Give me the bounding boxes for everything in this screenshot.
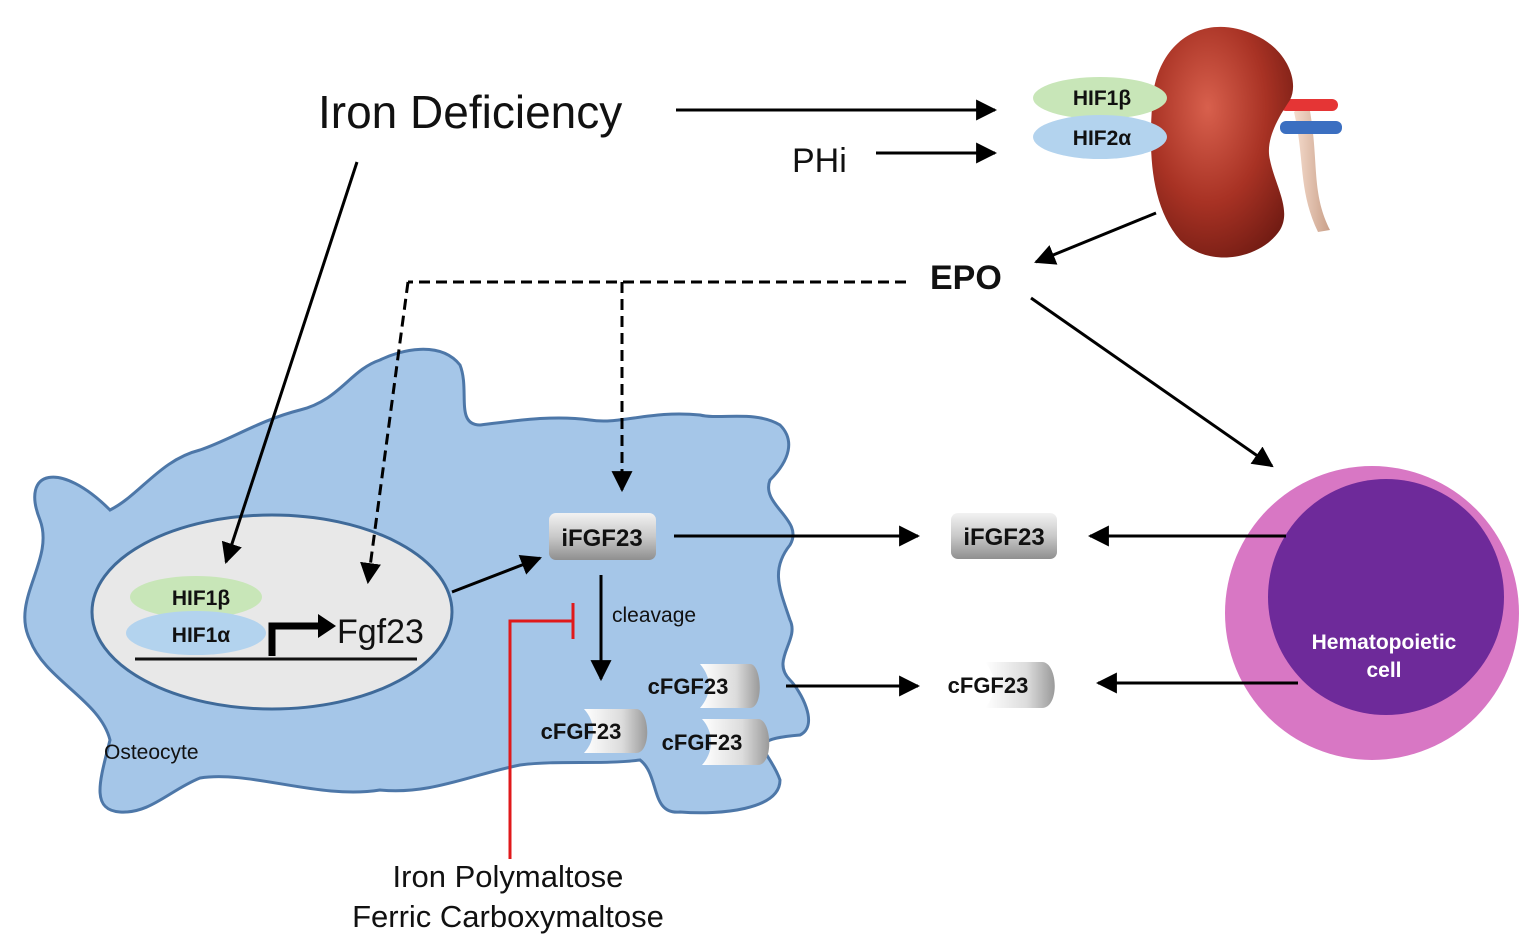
arrow-kidney-to-epo xyxy=(1034,211,1157,265)
ifgf23-cell-block xyxy=(549,513,656,560)
hematopoietic-label-line2: cell xyxy=(1366,659,1401,682)
transcription-arrowhead-icon xyxy=(318,614,336,638)
iron-deficiency-label: Iron Deficiency xyxy=(318,86,622,138)
hematopoietic-label-line1: Hematopoietic xyxy=(1312,631,1457,654)
nucleus-hif1a-protein xyxy=(126,611,266,655)
ifgf23-blood-label: iFGF23 xyxy=(963,524,1044,551)
ifgf23-cell-label: iFGF23 xyxy=(561,525,642,552)
kidney-hif1b-label: HIF1β xyxy=(1073,87,1132,110)
kidney-hif2a-protein xyxy=(1033,115,1167,159)
phi-label: PHi xyxy=(792,142,847,180)
cleavage-label: cleavage xyxy=(612,604,696,627)
nucleus xyxy=(90,513,454,711)
cfgf23-fragment-b xyxy=(584,709,648,753)
cfgf23-blood-label: cFGF23 xyxy=(948,673,1029,698)
kidney-icon xyxy=(1150,26,1342,258)
drug-label-line2: Ferric Carboxymaltose xyxy=(352,899,664,934)
drug-label-line1: Iron Polymaltose xyxy=(393,859,624,894)
kidney-hif2a-label: HIF2α xyxy=(1073,127,1132,150)
kidney-hif1b-protein xyxy=(1033,77,1167,119)
arrow-epo-to-hematopoietic xyxy=(1030,296,1274,468)
arrow-nucleus-to-ifgf23 xyxy=(451,555,542,594)
transcription-start-arrow-icon xyxy=(268,622,320,656)
cfgf23-label-c: cFGF23 xyxy=(662,730,743,755)
cfgf23-fragment-c xyxy=(702,719,770,765)
arrow-iron-to-nucleus xyxy=(221,161,359,564)
osteocyte-label: Osteocyte xyxy=(104,741,199,764)
nucleus-hif1a-label: HIF1α xyxy=(172,624,231,647)
fgf23-gene-label: Fgf23 xyxy=(337,613,424,651)
epo-dashed-pathway xyxy=(360,280,906,585)
inhibition-line xyxy=(508,619,573,859)
cfgf23-label-b: cFGF23 xyxy=(541,719,622,744)
ifgf23-blood-block xyxy=(951,513,1057,559)
cfgf23-blood-fragment xyxy=(985,662,1055,708)
epo-label: EPO xyxy=(930,259,1002,297)
cfgf23-fragment-a xyxy=(700,664,760,708)
nucleus-hif1b-label: HIF1β xyxy=(172,587,231,610)
nucleus-hif1b-protein xyxy=(130,576,262,618)
hematopoietic-cell-nucleus xyxy=(1268,479,1504,715)
cfgf23-label-a: cFGF23 xyxy=(648,674,729,699)
